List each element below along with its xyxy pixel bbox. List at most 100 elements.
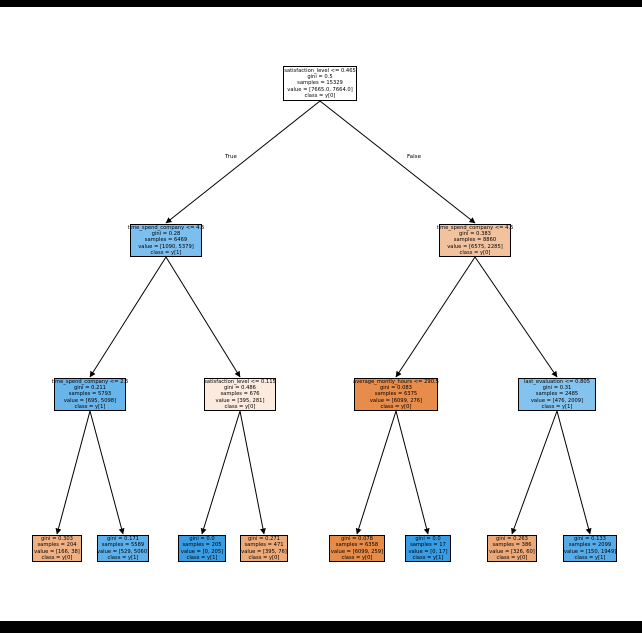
node-text-line: samples = 6358 (335, 542, 379, 549)
node-text-line: samples = 204 (37, 542, 77, 549)
edge-label-true: True (225, 154, 237, 160)
node-text-line: gini = 0.171 (107, 535, 139, 542)
node-text-line: class = y[1] (74, 404, 106, 411)
node-text-line: gini = 0.271 (248, 535, 280, 542)
tree-edge (511, 410, 558, 535)
top-border-bar (0, 0, 642, 7)
node-text-line: samples = 2099 (568, 542, 612, 549)
tree-edge (355, 410, 397, 535)
node-text-line: samples = 15329 (297, 80, 343, 87)
node-text-line: value = [166, 38] (34, 548, 80, 555)
node-text-line: gini = 0.0 (189, 535, 215, 542)
node-text-line: average_montly_hours <= 290.5 (353, 378, 439, 385)
node-text-line: samples = 471 (244, 542, 284, 549)
tree-edge (165, 100, 321, 224)
node-text-line: samples = 5589 (101, 542, 145, 549)
node-text-line: gini = 0.0 (415, 535, 441, 542)
node-text-line: class = y[1] (541, 404, 573, 411)
tree-edge (200, 410, 241, 535)
node-text-line: value = [695, 5098] (63, 397, 117, 404)
tree-edge (556, 410, 592, 535)
node-text-line: samples = 8860 (453, 237, 497, 244)
node-text-line: samples = 6469 (144, 237, 188, 244)
node-text-line: value = [0, 205] (180, 548, 224, 555)
node-text-line: class = y[1] (412, 554, 444, 561)
node-text-line: value = [6575, 2285] (447, 243, 503, 250)
node-text-line: samples = 5793 (68, 391, 112, 398)
tree-edge (89, 410, 125, 535)
node-text-line: gini = 0.303 (41, 535, 73, 542)
node-text-line: samples = 2485 (535, 391, 579, 398)
node-text-line: time_spend_company <= 4.5 (436, 224, 514, 231)
node-text-line: class = y[1] (150, 250, 182, 257)
edge-label-false: False (406, 154, 422, 160)
node-text-line: class = y[0] (224, 404, 256, 411)
node-text-line: gini = 0.078 (341, 535, 373, 542)
node-text-line: gini = 0.083 (380, 384, 412, 391)
node-text-line: value = [529, 5060] (96, 548, 150, 555)
node-text-line: class = y[1] (186, 554, 218, 561)
tree-edge (474, 256, 558, 378)
node-text-line: gini = 0.383 (459, 230, 491, 237)
node-text-line: samples = 205 (182, 542, 222, 549)
node-text-line: gini = 0.28 (151, 230, 181, 237)
node-text-line: time_spend_company <= 2.5 (51, 378, 129, 385)
node-text-line: satisfaction_level <= 0.465 (284, 67, 356, 74)
node-text-line: class = y[0] (248, 554, 280, 561)
node-text-line: gini = 0.263 (496, 535, 528, 542)
node-text-line: last_evaluation <= 0.805 (523, 378, 591, 385)
tree-edge (55, 410, 91, 535)
tree-edge (395, 410, 430, 535)
node-text-line: samples = 17 (410, 542, 446, 549)
node-text-line: class = y[1] (574, 554, 606, 561)
tree-edge (89, 256, 167, 378)
node-text-line: gini = 0.133 (574, 535, 606, 542)
node-text-line: value = [395, 281] (215, 397, 265, 404)
node-text-line: value = [150, 1949] (563, 548, 617, 555)
tree-edge (319, 100, 476, 224)
bottom-border-bar (0, 621, 642, 633)
node-text-line: samples = 386 (492, 542, 532, 549)
node-text-line: samples = 6375 (374, 391, 418, 398)
node-text-line: value = [6099, 276] (369, 397, 423, 404)
node-text-line: satisfaction_level <= 0.115 (204, 378, 276, 385)
tree-edge (395, 256, 476, 378)
node-text-line: value = [1090, 5379] (138, 243, 194, 250)
tree-edge (165, 256, 241, 378)
node-text-line: class = y[0] (496, 554, 528, 561)
node-text-line: class = y[0] (41, 554, 73, 561)
node-text-line: class = y[0] (304, 93, 336, 100)
node-text-line: gini = 0.486 (224, 384, 256, 391)
node-text-line: gini = 0.211 (74, 384, 106, 391)
node-text-line: gini = 0.5 (307, 73, 333, 80)
tree-edge (239, 410, 266, 535)
node-text-line: time_spend_company <= 4.5 (127, 224, 205, 231)
node-text-line: value = [7665.0, 7664.0] (287, 86, 353, 93)
node-text-line: class = y[0] (459, 250, 491, 257)
node-text-line: class = y[1] (107, 554, 139, 561)
node-text-line: samples = 676 (220, 391, 260, 398)
node-text-line: value = [395, 76] (241, 548, 287, 555)
node-text-line: gini = 0.31 (542, 384, 572, 391)
node-text-line: value = [6099, 259] (330, 548, 384, 555)
node-text-line: value = [0, 17] (408, 548, 448, 555)
node-text-line: class = y[0] (380, 404, 412, 411)
node-text-line: value = [476, 2009] (530, 397, 584, 404)
node-text-line: class = y[0] (341, 554, 373, 561)
